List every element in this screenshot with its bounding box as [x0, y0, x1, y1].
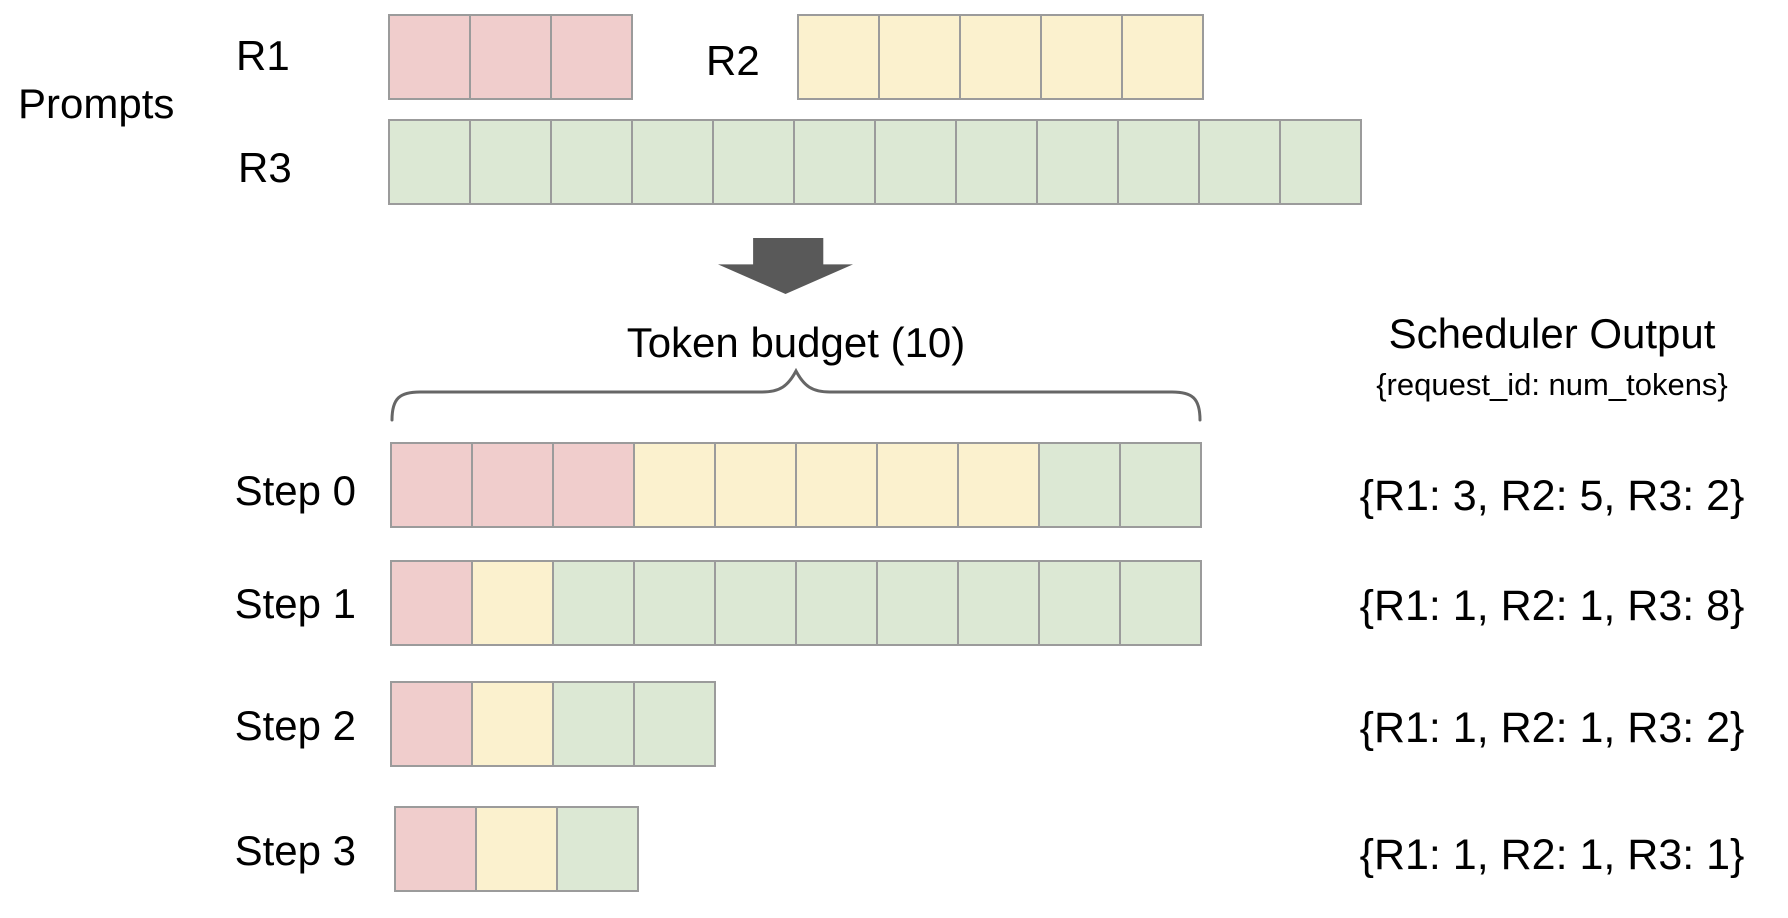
step-0-label: Step 0: [234, 467, 356, 514]
request-r3-label: R3: [238, 144, 292, 191]
token-cell-r3: [552, 560, 635, 646]
token-cell-r3: [795, 560, 878, 646]
step-0-token-row: [390, 442, 1202, 528]
token-cell-r1: [390, 681, 473, 767]
step-3-token-row: [394, 806, 639, 892]
token-budget-label: Token budget (10): [626, 319, 966, 366]
step-2-scheduler-output: {R1: 1, R2: 1, R3: 2}: [1359, 704, 1745, 752]
token-cell-r3: [1038, 560, 1121, 646]
token-cell-r2: [878, 14, 961, 100]
token-cell-r3: [631, 119, 714, 205]
token-cell-r3: [714, 560, 797, 646]
token-cell-r3: [957, 560, 1040, 646]
step-3-label: Step 3: [234, 827, 356, 874]
request-r1-label: R1: [236, 32, 290, 79]
token-cell-r3: [552, 681, 635, 767]
token-cell-r2: [1121, 14, 1204, 100]
step-1-scheduler-output: {R1: 1, R2: 1, R3: 8}: [1359, 582, 1745, 630]
step-2-token-row: [390, 681, 716, 767]
token-cell-r3: [955, 119, 1038, 205]
token-cell-r1: [469, 14, 552, 100]
scheduler-output-title: Scheduler Output: [1388, 310, 1716, 357]
token-cell-r3: [388, 119, 471, 205]
step-0-scheduler-output: {R1: 3, R2: 5, R3: 2}: [1359, 472, 1745, 520]
token-cell-r2: [959, 14, 1042, 100]
token-cell-r2: [471, 681, 554, 767]
token-cell-r2: [475, 806, 558, 892]
token-cell-r2: [797, 14, 880, 100]
token-cell-r2: [957, 442, 1040, 528]
token-cell-r3: [1279, 119, 1362, 205]
token-cell-r2: [471, 560, 554, 646]
step-1-token-row: [390, 560, 1202, 646]
token-cell-r1: [390, 442, 473, 528]
token-cell-r1: [550, 14, 633, 100]
request-r3-prompt-row: [388, 119, 1362, 205]
prompts-section-label: Prompts: [18, 80, 175, 127]
token-cell-r3: [550, 119, 633, 205]
token-cell-r3: [469, 119, 552, 205]
request-r1-prompt-row: [388, 14, 633, 100]
token-cell-r3: [633, 681, 716, 767]
step-2-label: Step 2: [234, 702, 356, 749]
token-cell-r2: [633, 442, 716, 528]
token-budget-brace-icon: [390, 368, 1202, 422]
token-cell-r1: [552, 442, 635, 528]
step-3-scheduler-output: {R1: 1, R2: 1, R3: 1}: [1359, 831, 1745, 879]
token-cell-r3: [874, 119, 957, 205]
token-cell-r3: [1119, 560, 1202, 646]
token-cell-r3: [1119, 442, 1202, 528]
step-1-label: Step 1: [234, 580, 356, 627]
token-cell-r3: [1117, 119, 1200, 205]
token-cell-r2: [795, 442, 878, 528]
token-cell-r3: [1198, 119, 1281, 205]
token-cell-r1: [390, 560, 473, 646]
token-cell-r3: [633, 560, 716, 646]
scheduler-output-subtitle: {request_id: num_tokens}: [1376, 367, 1728, 402]
token-cell-r2: [1040, 14, 1123, 100]
token-cell-r3: [1036, 119, 1119, 205]
request-r2-label: R2: [706, 37, 760, 84]
token-cell-r1: [388, 14, 471, 100]
token-cell-r3: [556, 806, 639, 892]
token-cell-r3: [793, 119, 876, 205]
token-cell-r1: [394, 806, 477, 892]
down-arrow-icon: [718, 238, 853, 294]
token-cell-r3: [712, 119, 795, 205]
token-cell-r3: [876, 560, 959, 646]
token-cell-r2: [876, 442, 959, 528]
token-cell-r3: [1038, 442, 1121, 528]
token-cell-r2: [714, 442, 797, 528]
token-cell-r1: [471, 442, 554, 528]
request-r2-prompt-row: [797, 14, 1204, 100]
